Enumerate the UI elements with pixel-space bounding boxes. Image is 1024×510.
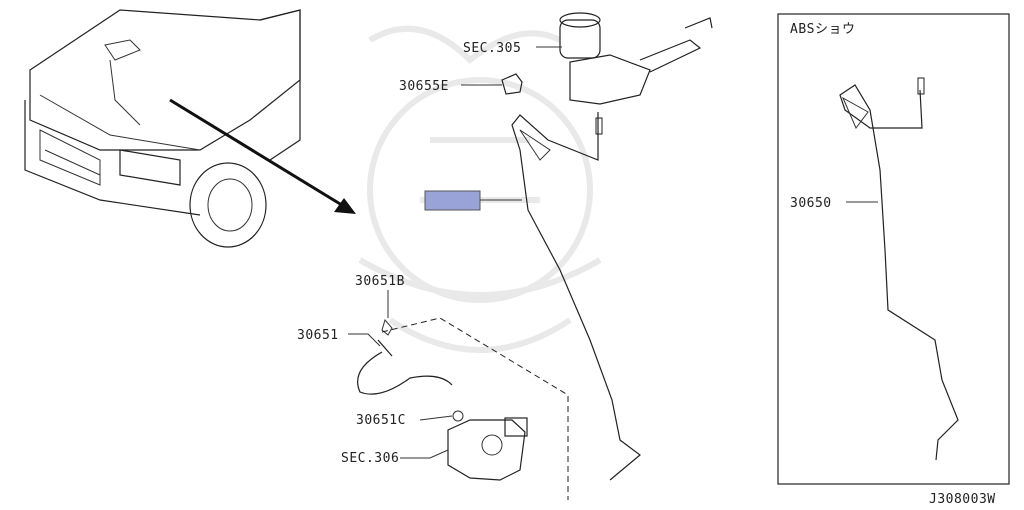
callout-sec305: SEC.305 — [463, 41, 521, 56]
callout-sec306: SEC.306 — [341, 451, 399, 466]
callout-30651B: 30651B — [355, 274, 405, 289]
operating-cylinder — [447, 417, 528, 481]
clutch-tube — [511, 112, 641, 481]
inset-title: ABSショウ — [790, 22, 855, 37]
callout-30655E: 30655E — [399, 79, 449, 94]
clutch-master-cylinder — [559, 12, 713, 105]
callout-30651C: 30651C — [356, 413, 406, 428]
vehicle-illustration — [24, 9, 301, 248]
callout-30650: 30650 — [790, 196, 832, 211]
callout-30651: 30651 — [297, 328, 339, 343]
abs-clutch-tube — [839, 84, 959, 461]
abs-inset-box — [777, 13, 1010, 485]
clutch-hose — [357, 351, 453, 395]
bracket-30655E — [501, 73, 523, 95]
highlight-part-tag — [424, 190, 481, 211]
arrow-head — [334, 198, 356, 214]
watermark-emblem — [358, 25, 602, 353]
drawing-code: J308003W — [929, 492, 996, 507]
